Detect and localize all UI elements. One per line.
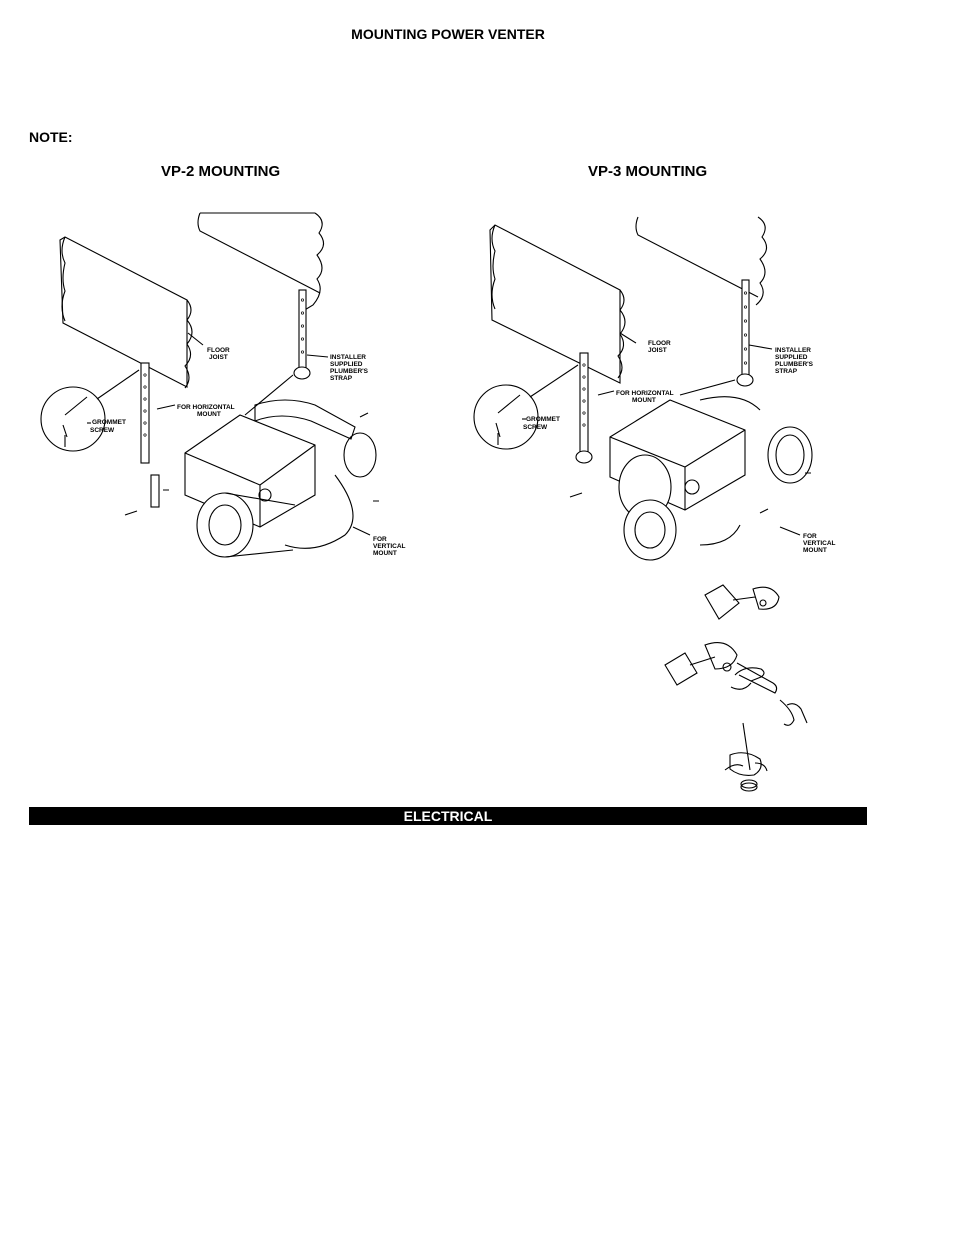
vp3-label-supplied: SUPPLIED: [775, 354, 808, 361]
vp3-near-joist: [489, 224, 621, 384]
vp2-mounting-illustration: FLOOR JOIST INSTALLER SUPPLIED PLUMBER'S…: [40, 212, 406, 558]
vp2-label-plumbers: PLUMBER'S: [330, 368, 369, 375]
vp3-label-joist: JOIST: [648, 347, 667, 354]
vp3-figure-title: VP-3 MOUNTING: [588, 163, 708, 180]
vp3-label-for: FOR: [803, 533, 817, 540]
vp2-label-vertical-mount: MOUNT: [373, 550, 397, 557]
vp3-motor: [623, 499, 677, 561]
vp3-vertical-flange: [767, 426, 813, 484]
vp2-label-horizontal: FOR HORIZONTAL: [177, 404, 235, 411]
vp2-label-strap: STRAP: [330, 375, 353, 382]
vp2-label-supplied: SUPPLIED: [330, 361, 363, 368]
vp3-label-floor: FLOOR: [648, 340, 671, 347]
page-title: MOUNTING POWER VENTER: [351, 26, 545, 42]
vp3-label-installer: INSTALLER: [775, 347, 811, 354]
vp2-label-joist: JOIST: [209, 354, 228, 361]
vp2-grommet-callout: [40, 386, 106, 452]
vp3-label-horizontal-mount: MOUNT: [632, 397, 656, 404]
vp2-label-grommet: GROMMET: [92, 419, 126, 426]
vp2-strap-right: [298, 289, 307, 371]
vp3-label-screw: SCREW: [523, 424, 548, 431]
vp2-label-vertical: VERTICAL: [373, 543, 406, 550]
assembly-damper-top: [704, 584, 740, 620]
vp3-label-horizontal: FOR HORIZONTAL: [616, 390, 674, 397]
vp2-motor: [196, 492, 254, 558]
vp2-near-joist: [59, 236, 188, 388]
vp3-label-strap: STRAP: [775, 368, 798, 375]
vp3-mounting-illustration: FLOOR JOIST INSTALLER SUPPLIED PLUMBER'S…: [473, 216, 836, 561]
vp2-vertical-flange: [343, 432, 377, 478]
assembly-rod-bottom: [742, 722, 751, 771]
vp3-far-joist: [635, 216, 768, 306]
vp3-label-grommet: GROMMET: [526, 416, 560, 423]
vp2-label-screw: SCREW: [90, 427, 115, 434]
assembly-damper-middle: [664, 652, 698, 686]
assembly-hands-illustration: [664, 584, 808, 792]
vp3-strap-left: [579, 352, 589, 459]
note-label: NOTE:: [29, 129, 73, 145]
electrical-section-band: ELECTRICAL: [29, 807, 867, 825]
vp3-label-vertical-mount: MOUNT: [803, 547, 827, 554]
vp2-strap-left: [140, 362, 150, 464]
vp3-label-vertical: VERTICAL: [803, 540, 836, 547]
vp2-far-joist: [197, 212, 325, 312]
vp2-label-for: FOR: [373, 536, 387, 543]
vp2-label-floor: FLOOR: [207, 347, 230, 354]
vp3-label-plumbers: PLUMBER'S: [775, 361, 814, 368]
vp2-label-installer: INSTALLER: [330, 354, 366, 361]
vp2-figure-title: VP-2 MOUNTING: [161, 163, 281, 180]
vp2-horizontal-flange: [254, 399, 356, 440]
vp3-grommet-callout: [473, 384, 539, 450]
vp2-label-horizontal-mount: MOUNT: [197, 411, 221, 418]
